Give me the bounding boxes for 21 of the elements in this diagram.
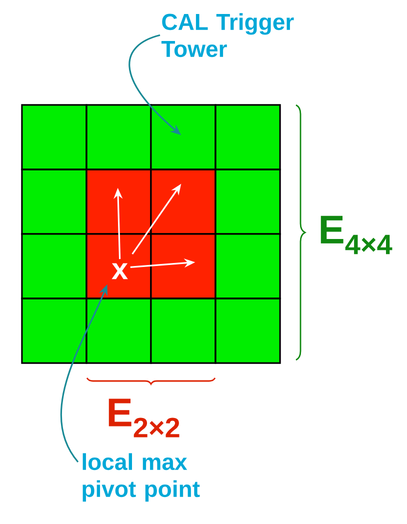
energy-label: E$_{4×4}$ bbox=[320, 216, 392, 254]
tower-cell bbox=[150, 168, 216, 235]
tower-cell bbox=[86, 168, 152, 235]
tower-cell bbox=[214, 104, 281, 170]
tower-cell bbox=[150, 298, 216, 364]
tower-cell bbox=[214, 298, 281, 364]
callout-text: CAL Trigger Tower bbox=[161, 13, 294, 58]
tower-cell bbox=[214, 168, 281, 235]
tower-cell bbox=[21, 104, 88, 170]
tower-cell bbox=[21, 233, 88, 300]
tower-cell bbox=[150, 104, 216, 170]
tower-cell bbox=[214, 233, 281, 300]
tower-cell bbox=[86, 233, 152, 300]
tower-cell bbox=[21, 168, 88, 235]
tower-cell bbox=[86, 104, 152, 170]
callout-text: local max pivot point bbox=[82, 453, 200, 502]
energy-label: E$_{2×2}$ bbox=[108, 398, 180, 438]
tower-cell bbox=[86, 298, 152, 364]
pivot-mark: x bbox=[112, 263, 128, 280]
tower-cell bbox=[150, 233, 216, 300]
tower-cell bbox=[21, 298, 88, 364]
